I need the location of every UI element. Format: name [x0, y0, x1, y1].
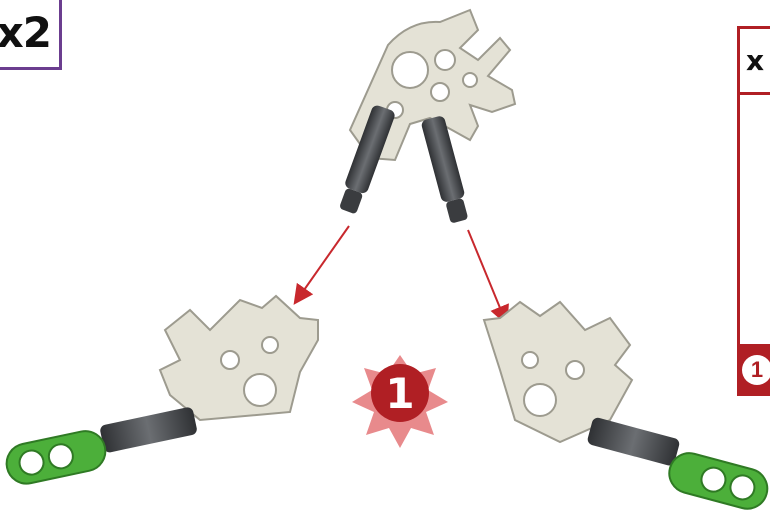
step-circle [371, 364, 429, 422]
next-step-header: x [740, 29, 770, 95]
right-arrow-icon [467, 229, 509, 326]
top-connector [340, 8, 517, 223]
step-badge [352, 355, 448, 448]
step-number: 1 [385, 368, 415, 418]
next-step-multiplier: x [746, 44, 765, 77]
left-connector [5, 294, 319, 485]
next-step-panel: x 1 [737, 26, 770, 396]
quantity-label: x2 [0, 7, 52, 57]
quantity-badge: x2 [0, 0, 62, 70]
next-step-body [740, 95, 770, 347]
left-arrow-icon [293, 225, 350, 305]
next-step-footer: 1 [740, 347, 770, 393]
next-step-number: 1 [742, 355, 770, 385]
right-connector [482, 300, 769, 510]
